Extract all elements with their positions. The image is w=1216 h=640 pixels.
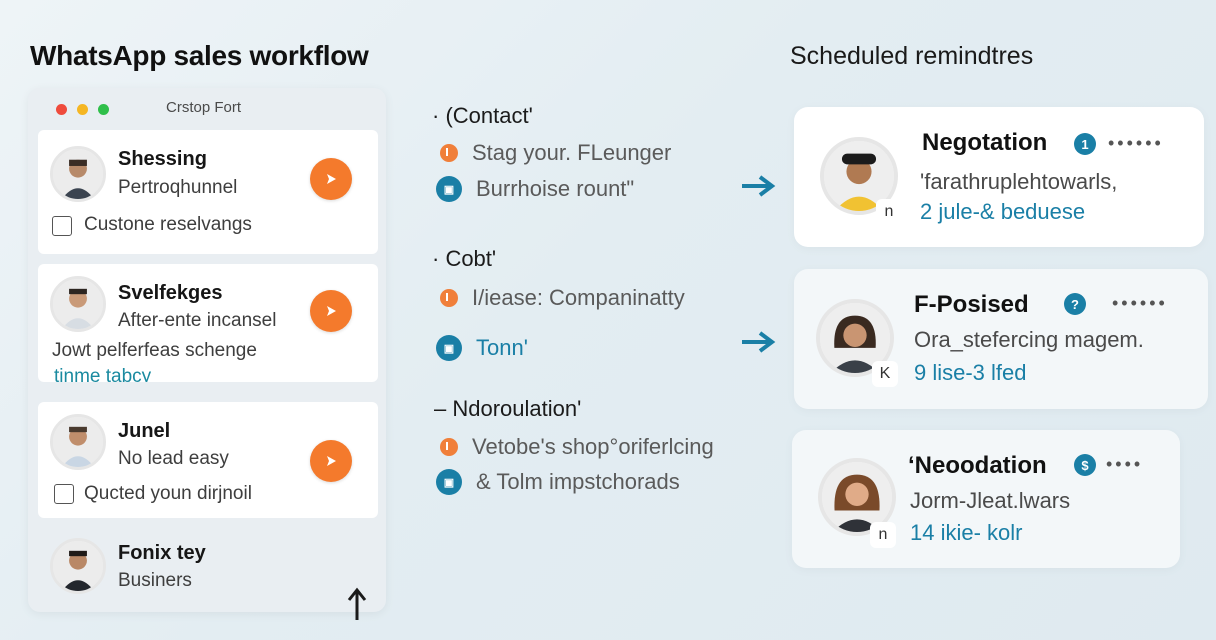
stage-heading: · Cobt': [432, 246, 497, 271]
stage-item: I/iease: Companinatty: [440, 285, 685, 311]
stage-item-text: I/iease: Companinatty: [472, 285, 685, 310]
stage-item: Stag your. FLeunger: [440, 140, 671, 166]
contact-note: Qucted youn dirjnoil: [84, 483, 252, 504]
avatar: [50, 538, 106, 594]
avatar: [50, 414, 106, 470]
more-dots-icon[interactable]: ••••••: [1112, 293, 1168, 313]
reminder-time: 9 lise-3 lfed: [914, 360, 1027, 385]
send-button[interactable]: [310, 290, 352, 332]
send-icon: [327, 306, 336, 316]
contact-subtitle: Businers: [118, 570, 192, 591]
minimize-dot-icon[interactable]: [77, 104, 88, 115]
stage-item: Vetobe's shop°oriferlcing: [440, 434, 714, 460]
reminder-badge: n: [870, 522, 896, 548]
reminder-count: $: [1074, 454, 1096, 476]
contact-note: Jowt pelferfeas schenge: [52, 340, 257, 361]
contact-tag: tinme tabcy: [54, 366, 152, 382]
reminder-count: ?: [1064, 293, 1086, 315]
stage-item-text: Stag your. FLeunger: [472, 140, 672, 165]
avatar: [816, 299, 894, 377]
stage-heading: · (Contact': [432, 103, 533, 128]
orange-dot-icon: [440, 438, 458, 456]
send-icon: [327, 174, 336, 184]
more-dots-icon[interactable]: ••••: [1106, 454, 1144, 474]
stage-item-text: Tonn': [476, 335, 528, 360]
stage-heading: – Ndoroulation': [434, 396, 582, 421]
stage-item: ▣ Tonn': [436, 335, 528, 361]
window-controls: [56, 104, 109, 115]
reminder-title: F-Posised: [914, 291, 1029, 318]
blue-doc-icon: ▣: [436, 176, 462, 202]
reminder-count: 1: [1074, 133, 1096, 155]
contact-card[interactable]: Shessing Pertroqhunnel Custone reselvang…: [38, 130, 378, 254]
contact-card[interactable]: Svelfekges After-ente incansel Jowt pelf…: [38, 264, 378, 382]
up-arrow-icon: [347, 587, 367, 620]
blue-doc-icon: ▣: [436, 335, 462, 361]
reminder-subtitle: 'farathruplehtowarls,: [920, 169, 1118, 194]
contact-name: Svelfekges: [118, 282, 223, 304]
contact-note: Custone reselvangs: [84, 214, 252, 235]
reminder-title: Negotation: [922, 129, 1048, 156]
contact-name: Shessing: [118, 148, 207, 170]
reminder-badge: n: [876, 199, 902, 225]
stage-item: ▣ Burrhoise rount": [436, 176, 634, 202]
contact-name: Junel: [118, 420, 171, 442]
reminder-time: 14 ikie- kolr: [910, 520, 1023, 545]
reminder-time: 2 jule-& beduese: [920, 199, 1086, 224]
reminder-card[interactable]: K F-Posised ? •••••• Ora_stefercing mage…: [794, 269, 1208, 409]
page-title-left: WhatsApp sales workflow: [30, 40, 369, 71]
send-button[interactable]: [310, 158, 352, 200]
reminder-title: ‘Neoodation: [908, 452, 1047, 479]
contacts-window: Crstop Fort Shessing Pertroqhunnel Custo…: [28, 88, 386, 620]
contact-card[interactable]: Junel No lead easy Qucted youn dirjnoil: [38, 402, 378, 518]
reminder-card[interactable]: n ‘Neoodation $ •••• Jorm-Jleat.lwars 14…: [792, 430, 1180, 568]
stage-item: ▣ & Tolm impstchorads: [436, 469, 680, 495]
orange-dot-icon: [440, 144, 458, 162]
page-title-right: Scheduled remindtres: [790, 42, 1034, 70]
contact-subtitle: No lead easy: [118, 448, 229, 469]
stage-item-text: Burrhoise rount": [476, 176, 635, 201]
stage-item-text: & Tolm impstchorads: [476, 469, 680, 494]
avatar: [820, 137, 898, 215]
reminder-badge: K: [872, 361, 898, 387]
maximize-dot-icon[interactable]: [98, 104, 109, 115]
window-title: Crstop Fort: [166, 99, 242, 116]
reminder-subtitle: Ora_stefercing magem.: [914, 327, 1144, 352]
reminder-subtitle: Jorm-Jleat.lwars: [910, 488, 1071, 513]
contact-card[interactable]: Fonix tey Businers: [38, 528, 378, 608]
avatar: [50, 146, 106, 202]
close-dot-icon[interactable]: [56, 104, 67, 115]
avatar: [818, 458, 896, 536]
reminder-card[interactable]: n Negotation 1 •••••• 'farathruplehtowar…: [794, 107, 1204, 247]
blue-doc-icon: ▣: [436, 469, 462, 495]
more-dots-icon[interactable]: ••••••: [1108, 133, 1164, 153]
arrow-right-icon: [742, 331, 776, 353]
contact-subtitle: Pertroqhunnel: [118, 177, 238, 198]
avatar: [50, 276, 106, 332]
calendar-icon: [52, 216, 72, 236]
contact-name: Fonix tey: [118, 542, 206, 564]
arrow-right-icon: [742, 175, 776, 197]
send-icon: [327, 456, 336, 466]
attachment-icon: [54, 484, 74, 504]
stage-item-text: Vetobe's shop°oriferlcing: [472, 434, 714, 459]
send-button[interactable]: [310, 440, 352, 482]
contact-subtitle: After-ente incansel: [118, 310, 277, 331]
orange-dot-icon: [440, 289, 458, 307]
